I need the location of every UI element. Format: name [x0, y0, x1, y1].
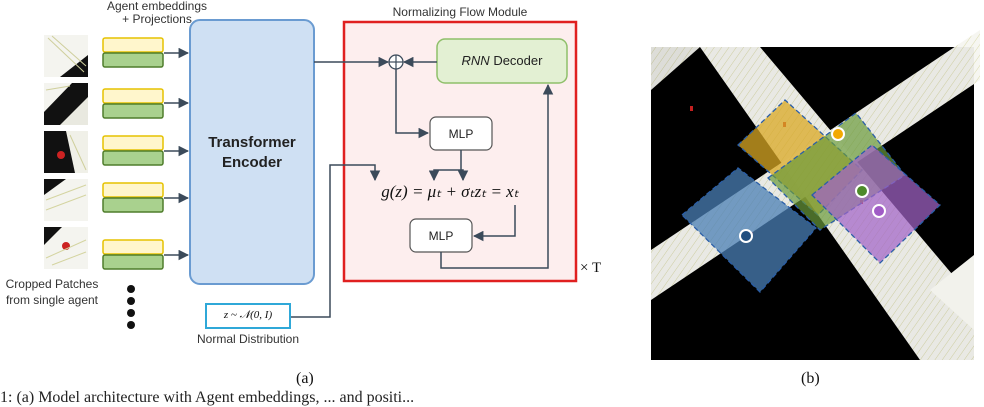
embedding-pair-4 [102, 182, 164, 213]
flow-equation: g(z) = μₜ + σₜzₜ = xₜ [381, 182, 519, 201]
flow-connections [264, 56, 554, 318]
patch-2 [44, 83, 88, 125]
bev-map-panel [651, 30, 980, 360]
noise-label: Normal Distribution [196, 332, 300, 346]
patches-label-line1: Cropped Patches [5, 277, 99, 291]
embedding-pair-3 [102, 135, 164, 166]
arrow-mlp-to-rnn [440, 83, 554, 269]
embedding-blocks [102, 37, 164, 270]
transformer-encoder-box [189, 19, 315, 285]
patch-5 [44, 227, 88, 269]
embeddings-label-line2: + Projections [122, 12, 192, 26]
module-title: Normalizing Flow Module [392, 5, 528, 19]
repeat-t-label: × T [580, 260, 602, 276]
agent-dot-blue [739, 229, 753, 243]
more-agents-ellipsis [127, 285, 135, 329]
embeddings-label-line1: Agent embeddings [106, 0, 208, 13]
noise-formula: z ~ 𝒩(0, I) [223, 309, 273, 321]
transformer-label-line1: Transformer [208, 134, 296, 151]
sum-node [388, 54, 404, 70]
rnn-decoder-label: RNN Decoder [437, 53, 567, 68]
patch-thumbnails [44, 35, 88, 269]
transformer-label-line2: Encoder [221, 154, 282, 171]
agent-dot-purple [872, 204, 886, 218]
embeddings-label: Agent embeddings + Projections [98, 0, 216, 26]
rnn-decoder-box [436, 38, 568, 84]
patches-label-line2: from single agent [5, 293, 99, 307]
mlp-bottom-label: MLP [428, 229, 454, 243]
agent-dot-yellow [831, 127, 845, 141]
rnn-decoder-label-italic: RNN [461, 53, 490, 68]
embedding-pair-5 [102, 239, 164, 270]
arrow-sum-to-mlp [395, 69, 430, 139]
figure-canvas [44, 19, 980, 360]
embedding-pair-2 [102, 88, 164, 119]
agent-dot-green [855, 184, 869, 198]
arrow-x-to-mlp [472, 205, 516, 242]
embedding-arrows [164, 47, 190, 261]
caption-a: (a) [296, 370, 314, 387]
patch-3 [44, 131, 88, 173]
region-purple [811, 144, 941, 264]
noise-box [205, 303, 291, 329]
patch-4 [44, 179, 88, 221]
rnn-decoder-label-rest: Decoder [489, 53, 543, 68]
arrow-mlp-to-mu [428, 150, 462, 182]
arrow-mlp-to-sigma [457, 169, 469, 182]
embedding-pair-1 [102, 37, 164, 68]
mlp-top-label: MLP [448, 127, 474, 141]
patches-label: Cropped Patches from single agent [2, 276, 102, 308]
caption-b: (b) [801, 370, 820, 387]
transformer-encoder-label: Transformer Encoder [190, 133, 314, 173]
figure-caption-cutoff: 1: (a) Model architecture with Agent emb… [0, 389, 415, 406]
patch-1 [44, 35, 88, 77]
arrow-noise-to-z [264, 164, 381, 318]
